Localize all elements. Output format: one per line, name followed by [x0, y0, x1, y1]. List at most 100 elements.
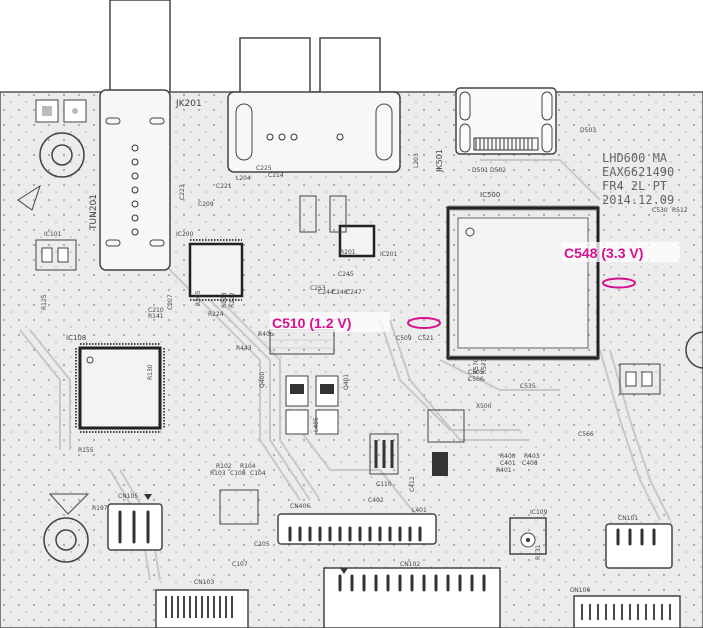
svg-text:Q401: Q401 — [343, 374, 350, 390]
cn106-connector — [573, 595, 681, 628]
svg-text:R401: R401 — [496, 467, 512, 474]
svg-text:FR4 2L PT: FR4 2L PT — [602, 179, 667, 193]
ic500-chip — [446, 205, 600, 361]
svg-text:C210: C210 — [148, 307, 164, 314]
label-cn101: CN101 — [618, 515, 638, 522]
label-ic200: IC200 — [176, 231, 194, 238]
svg-text:C223: C223 — [179, 184, 186, 200]
label-cn106: CN106 — [570, 587, 590, 594]
svg-text:C505: C505 — [468, 369, 484, 376]
svg-text:C104: C104 — [250, 470, 266, 477]
c548-voltage-annotation: C548 (3.3 V) — [564, 245, 643, 261]
svg-text:R570: R570 — [473, 358, 480, 374]
svg-text:C225: C225 — [256, 165, 272, 172]
svg-text:C207: C207 — [167, 294, 174, 310]
svg-text:R201: R201 — [340, 249, 356, 256]
cn406-connector — [277, 513, 437, 545]
arrow-marker-2 — [48, 493, 90, 515]
svg-text:R104: R104 — [240, 463, 256, 470]
svg-text:R224: R224 — [208, 311, 224, 318]
svg-text:L485: L485 — [313, 417, 320, 432]
label-ic109: IC109 — [530, 509, 548, 516]
mounting-hole-bottom — [43, 517, 89, 563]
svg-text:C566: C566 — [578, 431, 594, 438]
svg-text:R512: R512 — [672, 207, 688, 214]
mounting-hole-right — [685, 331, 703, 369]
svg-text:C530: C530 — [652, 207, 668, 214]
svg-text:C107: C107 — [232, 561, 248, 568]
svg-text:L204: L204 — [236, 175, 251, 182]
svg-text:C509: C509 — [396, 335, 412, 342]
label-jk201: JK201 — [175, 99, 202, 109]
svg-text:R155: R155 — [78, 447, 94, 454]
svg-text:C244: C244 — [318, 289, 334, 296]
svg-text:L203: L203 — [413, 153, 420, 168]
arrow-marker-4 — [144, 494, 152, 500]
svg-text:C402: C402 — [368, 497, 384, 504]
svg-text:R400: R400 — [500, 453, 516, 460]
ic108-chip — [75, 343, 165, 433]
svg-text:C412: C412 — [409, 476, 416, 492]
svg-text:D501: D501 — [472, 167, 488, 174]
tuner-connector — [99, 0, 171, 271]
svg-text:D503: D503 — [580, 127, 596, 134]
c510-voltage-annotation: C510 (1.2 V) — [272, 315, 351, 331]
svg-text:C108: C108 — [230, 470, 246, 477]
svg-text:R403: R403 — [524, 453, 540, 460]
svg-text:EAX6621490: EAX6621490 — [602, 165, 674, 179]
svg-text:R571: R571 — [481, 358, 488, 374]
svg-text:C247: C247 — [346, 289, 362, 296]
label-cn105: CN105 — [118, 493, 138, 500]
svg-text:C401: C401 — [500, 460, 516, 467]
svg-text:X500: X500 — [476, 403, 492, 410]
svg-text:C521: C521 — [418, 335, 434, 342]
label-ic108: IC108 — [66, 334, 86, 342]
av-jack-connector — [227, 37, 401, 173]
svg-text:C221: C221 — [216, 183, 232, 190]
label-cn102: CN102 — [400, 561, 420, 568]
svg-text:R141: R141 — [148, 313, 164, 320]
arrow-marker-1 — [17, 184, 41, 211]
ic200-chip — [188, 239, 244, 301]
label-ic101: IC101 — [44, 231, 62, 238]
svg-text:R223: R223 — [221, 292, 228, 308]
board-id-silkscreen: LHD600 MA EAX6621490 FR4 2L PT 2014.12.0… — [602, 151, 674, 207]
label-ic500: IC500 — [480, 191, 500, 199]
cn105-connector — [107, 503, 163, 551]
c548-highlight-ring — [602, 277, 636, 289]
svg-text:R197: R197 — [92, 505, 108, 512]
label-jk501: JK501 — [435, 149, 444, 173]
mounting-hole-top — [39, 132, 85, 178]
svg-text:R125: R125 — [41, 294, 48, 310]
component-labels: R400 R403 R401 C401 C408 C566 C535 C509 … — [41, 127, 688, 568]
svg-text:C253: C253 — [310, 285, 326, 292]
svg-text:R102: R102 — [216, 463, 232, 470]
svg-text:C506: C506 — [468, 376, 484, 383]
svg-text:Q400: Q400 — [259, 372, 266, 388]
svg-text:C246: C246 — [332, 289, 348, 296]
cn101-connector — [605, 523, 673, 569]
svg-text:L401: L401 — [412, 507, 427, 514]
svg-text:LHD600 MA: LHD600 MA — [602, 151, 668, 165]
svg-text:C209: C209 — [198, 201, 214, 208]
svg-text:R443: R443 — [236, 345, 252, 352]
svg-text:R103: R103 — [210, 470, 226, 477]
label-cn406: CN406 — [290, 503, 310, 510]
svg-text:R405: R405 — [258, 331, 274, 338]
svg-text:R131: R131 — [535, 544, 542, 560]
svg-text:D502: D502 — [490, 167, 506, 174]
arrow-marker-3 — [340, 568, 348, 574]
svg-text:C110: C110 — [376, 481, 392, 488]
cn102-connector — [323, 567, 501, 628]
svg-text:R130: R130 — [147, 364, 154, 380]
hdmi-connector — [455, 87, 557, 155]
svg-text:C535: C535 — [520, 383, 536, 390]
svg-text:C214: C214 — [268, 172, 284, 179]
label-cn103: CN103 — [194, 579, 214, 586]
svg-text:C408: C408 — [522, 460, 538, 467]
svg-text:R222: R222 — [229, 292, 236, 308]
svg-text:R205: R205 — [195, 290, 202, 306]
svg-text:2014.12.09: 2014.12.09 — [602, 193, 674, 207]
ic109-chip — [509, 517, 547, 555]
svg-text:C105: C105 — [254, 541, 270, 548]
